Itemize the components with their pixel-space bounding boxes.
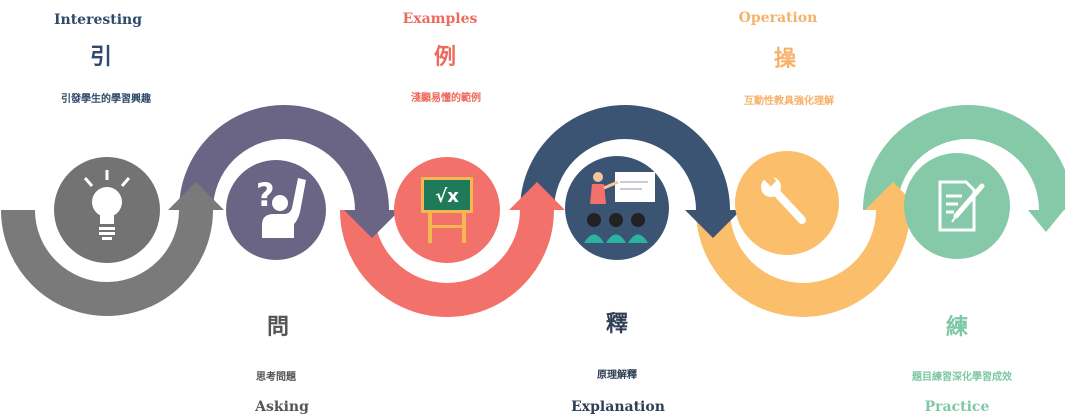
label-practice-desc: 題目練習深化學習成效 [912,372,1012,383]
label-asking-zh: 問 [266,314,290,340]
edit-document-icon [938,180,985,232]
label-examples-en: Examples [402,11,478,27]
label-interesting-zh: 引 [89,44,113,70]
svg-text:?: ? [256,176,275,214]
sqrt-easel-icon: √x [421,177,473,243]
arc-gray [1,209,213,316]
circle-explanation [565,156,669,260]
arc-purple [179,105,389,211]
circle-practice [904,153,1010,259]
arrowhead-purple [344,210,400,238]
label-practice-zh: 練 [945,314,969,340]
label-operation-desc: 互動性教具強化理解 [744,96,834,107]
label-explanation-en: Explanation [571,399,665,415]
arrowhead-green [1028,210,1064,232]
label-examples-desc: 淺顯易懂的範例 [411,93,481,104]
arrowhead-red [509,182,565,210]
sqrt-label: √x [435,186,459,207]
arc-green [863,105,1065,211]
circle-asking [226,160,326,260]
label-asking-en: Asking [255,399,309,415]
presentation-icon [584,172,655,243]
label-explanation-desc: 原理解釋 [597,370,637,381]
label-operation-zh: 操 [773,46,797,72]
lightbulb-icon [83,170,131,240]
arc-navy [520,105,730,211]
wrench-icon [761,173,806,224]
label-examples-zh: 例 [433,44,457,70]
label-practice-en: Practice [924,399,990,415]
label-interesting-en: Interesting [53,12,143,28]
label-asking-desc: 思考問題 [256,372,296,383]
arc-orange [696,209,910,317]
label-interesting-desc: 引發學生的學習興趣 [61,94,151,105]
arc-red [340,209,554,317]
arrowhead-gray [168,182,224,210]
question-person-icon: ? [256,176,306,238]
arrowhead-navy [685,210,741,238]
label-operation-en: Operation [738,10,818,26]
label-explanation-zh: 釋 [605,311,629,337]
